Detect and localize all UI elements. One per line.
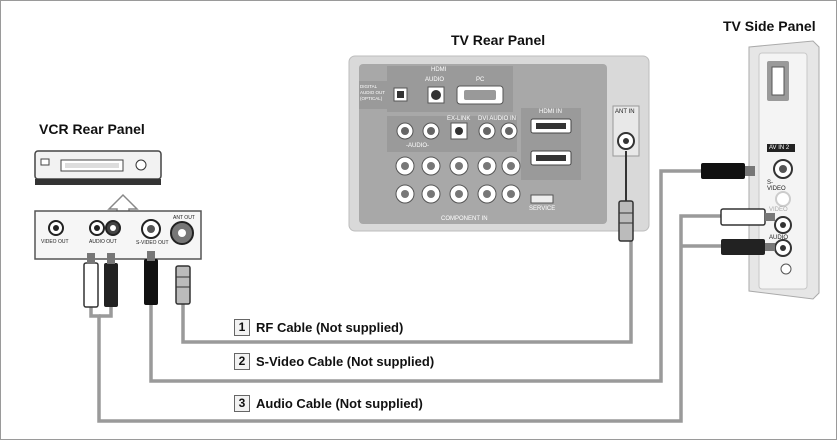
cable-name: S-Video Cable (Not supplied) <box>256 354 435 369</box>
label-audio: AUDIO <box>425 77 445 83</box>
label-video-out: VIDEO OUT <box>41 239 69 245</box>
cable-number: 2 <box>234 353 250 370</box>
cable-label-s-video: 2 S-Video Cable (Not supplied) <box>234 353 434 370</box>
label-ex-link: EX-LINK <box>447 116 471 122</box>
label-ant-in: ANT IN <box>615 109 635 115</box>
connector-plugs <box>83 163 775 308</box>
label-audio-side: AUDIO <box>769 235 789 241</box>
label-video: VIDEO <box>769 207 788 213</box>
label-hdmi-in: HDMI IN <box>539 109 562 115</box>
label-hdmi: HDMI <box>431 67 447 73</box>
cable-number: 3 <box>234 395 250 412</box>
label-audio-out: AUDIO OUT <box>89 239 117 245</box>
label-av-in-2: AV IN 2 <box>769 145 790 151</box>
label-audio-lr: -AUDIO- <box>406 143 429 149</box>
tv-rear-panel <box>348 55 650 232</box>
vcr-rear-panel-title: VCR Rear Panel <box>39 121 145 137</box>
label-dvi-audio-in: DVI AUDIO IN <box>478 116 517 122</box>
tv-rear-panel-title: TV Rear Panel <box>451 32 546 48</box>
label-s-video: S-VIDEO <box>767 180 786 192</box>
vcr-unit <box>34 150 202 260</box>
cable-name: Audio Cable (Not supplied) <box>256 396 423 411</box>
cable-number: 1 <box>234 319 250 336</box>
cable-name: RF Cable (Not supplied) <box>256 320 404 335</box>
tv-side-panel-title: TV Side Panel <box>723 18 816 34</box>
label-digital-audio-out: DIGITAL AUDIO OUT (OPTICAL) <box>360 84 385 101</box>
label-service: SERVICE <box>529 206 556 212</box>
label-pc: PC <box>476 77 485 83</box>
label-component-in: COMPONENT IN <box>441 216 488 222</box>
label-ant-out: ANT OUT <box>173 215 195 221</box>
cable-label-rf: 1 RF Cable (Not supplied) <box>234 319 403 336</box>
cable-label-audio: 3 Audio Cable (Not supplied) <box>234 395 423 412</box>
label-s-video-out: S-VIDEO OUT <box>136 240 169 246</box>
tv-side-panel <box>748 40 820 300</box>
